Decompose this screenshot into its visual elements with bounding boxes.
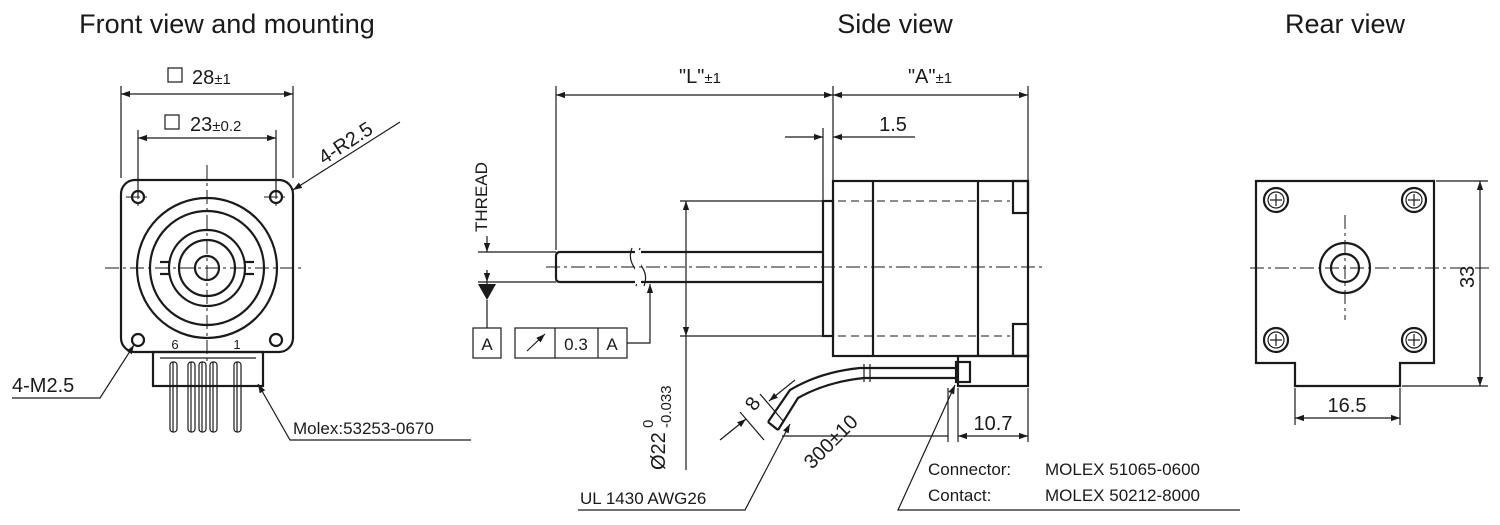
dim-28: 28±1 (192, 67, 231, 89)
connector-label: Molex:53253-0670 (293, 419, 434, 438)
dim-a: "A"±1 (908, 66, 952, 88)
side-view: "L"±1 "A"±1 1.5 THREAD A 0.3 A (472, 66, 1240, 511)
pin-6-label: 6 (171, 337, 178, 352)
dim-flange: 1.5 (879, 114, 907, 136)
runout-datum: A (606, 335, 618, 354)
rear-screw (1262, 186, 1290, 214)
datum-a-label: A (481, 335, 493, 354)
connector-leader (257, 383, 471, 441)
rear-body-outline (1254, 179, 1436, 388)
thread-label: THREAD (472, 162, 491, 232)
runout-value: 0.3 (564, 335, 588, 354)
pilot-flange (821, 199, 835, 338)
dim-23: 23±0.2 (190, 114, 241, 136)
connector-spec-label: Connector: (928, 460, 1011, 479)
front-view-title: Front view and mounting (79, 9, 375, 39)
contact-spec-label: Contact: (928, 486, 991, 505)
connector-pins (169, 361, 242, 433)
mount-hole (268, 332, 284, 348)
dim-rear-width: 16.5 (1328, 395, 1367, 417)
wire-spec-label: UL 1430 AWG26 (580, 489, 706, 508)
datum-triangle (478, 284, 496, 300)
wire-spec-leader (578, 423, 791, 511)
dim-connector-offset: 10.7 (974, 413, 1013, 435)
dim-rear-height: 33 (1457, 266, 1479, 288)
square-symbol (167, 67, 183, 83)
side-view-title: Side view (837, 9, 953, 39)
side-body-outline (831, 179, 1030, 358)
front-view: 6 1 28±1 23±0.2 4-R2.5 4-M2.5 Molex:5325… (12, 67, 471, 441)
dim-lead-length: 300±10 (800, 411, 863, 474)
mount-hole (130, 332, 146, 348)
connector-spec-value: MOLEX 51065-0600 (1045, 460, 1200, 479)
dim-pilot: Ø22 0 -0.033 (640, 385, 675, 470)
corner-radius-label: 4-R2.5 (315, 118, 377, 169)
cable-exit (956, 354, 1030, 388)
lead-wire (767, 366, 958, 423)
rear-screw (1400, 186, 1428, 214)
connector-housing (151, 350, 265, 388)
rear-screw (1400, 326, 1428, 354)
svg-text:-0.033: -0.033 (658, 385, 675, 428)
datum-box (472, 327, 502, 359)
rear-view: 33 16.5 (1250, 179, 1490, 425)
pin-1-label: 1 (233, 337, 240, 352)
dim-l: "L"±1 (679, 66, 721, 88)
runout-arrow-icon (526, 333, 546, 352)
svg-text:0: 0 (640, 420, 657, 428)
connector-spec-leader (897, 384, 1240, 511)
rear-view-title: Rear view (1285, 9, 1406, 39)
mount-thread-leader (12, 344, 135, 399)
rear-screw (1262, 326, 1290, 354)
contact-spec-value: MOLEX 50212-8000 (1045, 486, 1200, 505)
corner-radius-leader (292, 121, 401, 191)
svg-text:Ø22: Ø22 (648, 432, 670, 470)
runout-frame: 0.3 A (514, 284, 654, 359)
mount-thread-label: 4-M2.5 (12, 375, 74, 397)
square-symbol (164, 114, 180, 130)
